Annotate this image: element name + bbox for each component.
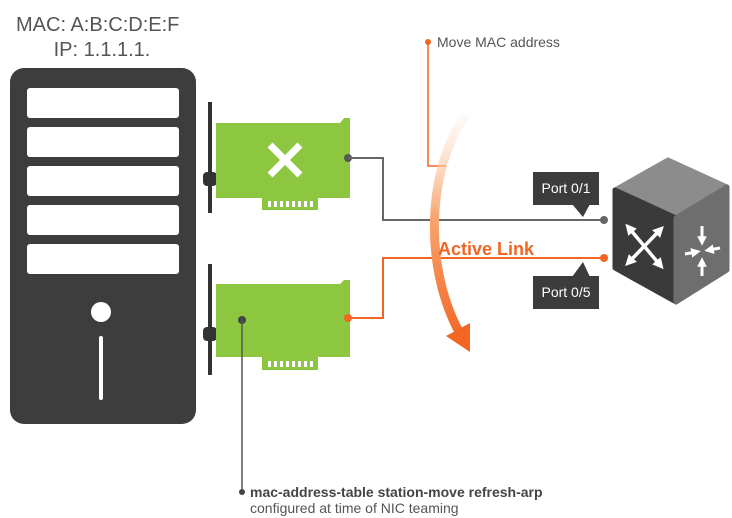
power-button-icon <box>91 302 111 322</box>
inward-arrows-icon <box>684 226 721 276</box>
command-callout: mac-address-table station-move refresh-a… <box>239 320 543 516</box>
move-mac-label: Move MAC address <box>437 34 560 50</box>
x-icon <box>267 142 303 178</box>
failover-arrow-icon <box>429 111 470 352</box>
ip-label: IP: 1.1.1.1. <box>54 39 151 61</box>
active-link <box>344 254 608 322</box>
drive-bay <box>27 127 179 157</box>
mac-label: MAC: A:B:C:D:E:F <box>16 14 179 36</box>
drive-bay <box>27 88 179 118</box>
port-label-bottom: Port 0/5 <box>533 262 599 309</box>
server-tower-icon <box>10 68 196 424</box>
standby-link <box>344 154 608 224</box>
drive-bay <box>27 166 179 196</box>
drive-bay <box>27 205 179 235</box>
command-text: mac-address-table station-move refresh-a… <box>250 484 543 500</box>
port-label-top: Port 0/1 <box>533 172 599 217</box>
active-link-label: Active Link <box>438 239 535 259</box>
connector-pins <box>268 201 313 207</box>
drive-bay <box>27 244 179 274</box>
port-top-text: Port 0/1 <box>541 180 590 196</box>
command-note-text: configured at time of NIC teaming <box>250 500 459 516</box>
port-bottom-text: Port 0/5 <box>541 284 590 300</box>
connector-pins <box>268 361 313 367</box>
switch-cube-icon <box>612 157 730 305</box>
crossing-arrows-icon <box>625 223 664 270</box>
nic-card-top <box>203 102 350 213</box>
nic-card-bottom <box>203 264 350 375</box>
